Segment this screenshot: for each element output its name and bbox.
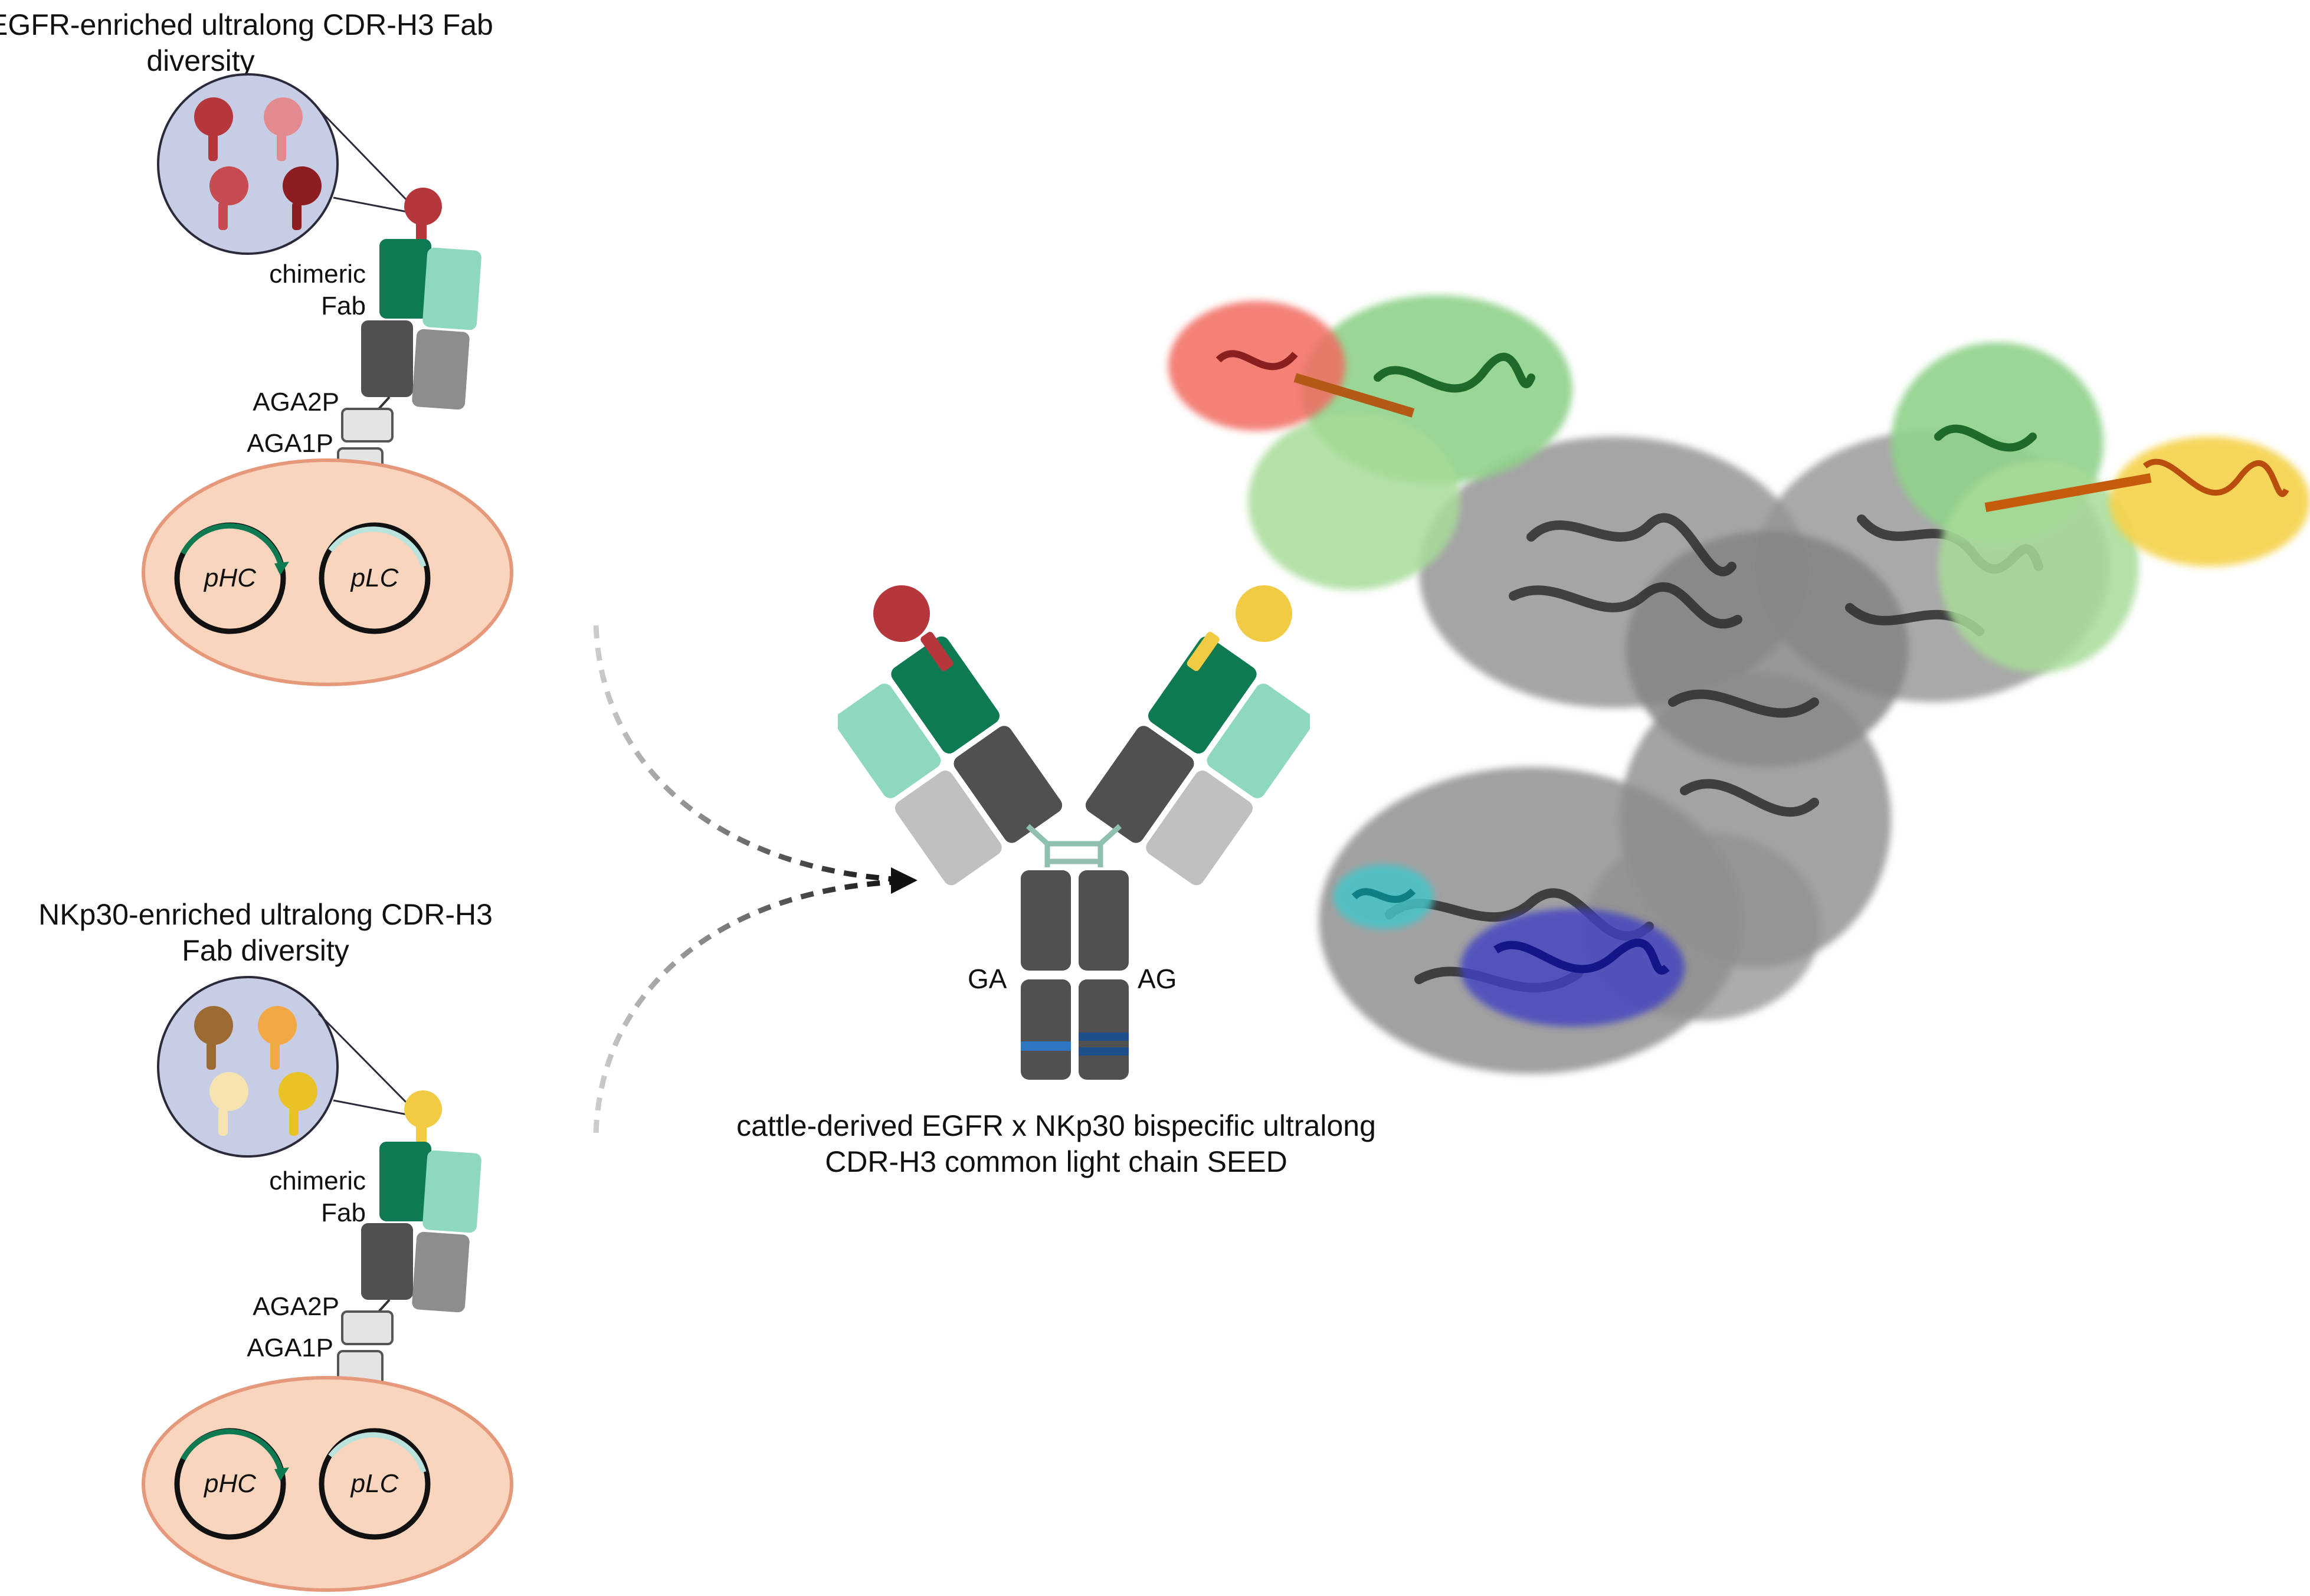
- bottom-fab-cl: [412, 1231, 470, 1313]
- bottom-panel-title: NKp30-enriched ultralong CDR-H3 Fab dive…: [0, 897, 531, 969]
- top-zoom-line-a: [317, 108, 411, 205]
- bottom-title-line1: NKp30-enriched ultralong CDR-H3: [38, 898, 493, 931]
- arrow-from-bottom: [593, 879, 894, 1133]
- caption-line2: CDR-H3 common light chain SEED: [825, 1145, 1287, 1178]
- bottom-variant-4: [278, 1072, 317, 1136]
- chain-label-ag: AG: [1138, 964, 1177, 994]
- bispecific-antibody: [838, 585, 1310, 1080]
- top-title-line2: diversity: [146, 44, 255, 77]
- bottom-displayed-knob: [404, 1090, 442, 1128]
- left-egfr-knob: [873, 585, 930, 642]
- green-ribbons: [1374, 352, 2037, 452]
- seed-stripe-ag-2: [1079, 1047, 1129, 1056]
- top-aga1p-label: AGA1P: [247, 429, 333, 458]
- top-phc-label: pHC: [204, 563, 257, 592]
- seed-stripe-ga: [1021, 1041, 1071, 1051]
- bottom-fab-label-line2: Fab: [321, 1198, 366, 1227]
- bottom-variant-1: [194, 1006, 233, 1070]
- cyan-patch: [1333, 864, 1434, 929]
- right-cl: [1146, 771, 1253, 886]
- top-fab-label-line1: chimeric: [269, 260, 366, 289]
- left-vh: [891, 636, 1000, 754]
- bottom-phc-label: pHC: [204, 1469, 257, 1498]
- top-variant-1: [194, 97, 233, 161]
- fc-chain-ag-ch2: [1079, 870, 1129, 971]
- top-panel-title: EGFR-enriched ultralong CDR-H3 Fab diver…: [0, 7, 493, 79]
- right-arm: [1085, 636, 1310, 886]
- top-displayed-knob: [404, 188, 442, 225]
- bottom-fab-label: chimeric Fab: [248, 1165, 366, 1228]
- top-yeast-cell: [142, 458, 513, 686]
- top-plasmid-lc: [319, 522, 431, 634]
- top-variant-4: [283, 166, 322, 230]
- bottom-fab-vh: [379, 1142, 431, 1221]
- left-arm: [838, 636, 1063, 886]
- left-ch1: [954, 726, 1063, 843]
- top-fab-vh: [379, 239, 431, 319]
- bottom-variant-2: [258, 1006, 297, 1070]
- top-plc-label: pLC: [350, 563, 399, 592]
- right-vl: [1207, 683, 1310, 798]
- left-vl: [838, 683, 941, 798]
- left-cl: [894, 771, 1002, 886]
- caption-line1: cattle-derived EGFR x NKp30 bispecific u…: [736, 1109, 1376, 1142]
- chain-label-ga: GA: [968, 964, 1007, 994]
- fc-chain-ga-ch2: [1021, 870, 1071, 971]
- structure-model-rendering: [1168, 295, 2310, 1074]
- top-diversity-bubble: [157, 73, 339, 255]
- top-plasmid-hc-insert: [181, 523, 283, 565]
- bottom-plasmid-lc: [319, 1428, 431, 1540]
- bottom-aga1p-label: AGA1P: [247, 1333, 333, 1362]
- bottom-yeast-display-schematic: [142, 976, 513, 1592]
- top-fab-ch1: [361, 320, 413, 397]
- top-plasmid-lc-insert: [328, 526, 427, 568]
- bottom-variant-3: [209, 1072, 248, 1136]
- blue-patch: [1460, 909, 1685, 1027]
- seed-stripe-ag-1: [1079, 1033, 1129, 1041]
- arrow-head: [891, 867, 918, 894]
- arrow-from-top: [593, 625, 894, 882]
- bispecific-caption: cattle-derived EGFR x NKp30 bispecific u…: [637, 1108, 1475, 1180]
- fc-chain-ag-ch3: [1079, 979, 1129, 1080]
- bottom-title-line2: Fab diversity: [182, 934, 349, 967]
- aga2p-block-bottom: [341, 1310, 394, 1345]
- top-zoom-line-b: [333, 196, 411, 214]
- top-fab-cl: [412, 329, 470, 410]
- bottom-fab-label-line1: chimeric: [269, 1166, 366, 1195]
- top-fab-label-line2: Fab: [321, 291, 366, 320]
- bottom-diversity-bubble: [157, 976, 339, 1158]
- top-fab-vl: [422, 247, 481, 330]
- right-nkp30-knob: [1236, 585, 1292, 642]
- green-fab-left: [1248, 295, 1572, 590]
- bottom-aga2p-label: AGA2P: [253, 1292, 339, 1321]
- red-knob-domain: [1168, 301, 1415, 431]
- top-yeast-display-schematic: [142, 73, 513, 686]
- bottom-fab-vl: [422, 1150, 481, 1233]
- top-variant-2: [264, 97, 303, 161]
- top-variant-3: [209, 166, 248, 230]
- bottom-fab-ch1: [361, 1223, 413, 1300]
- yellow-knob-domain: [1984, 437, 2310, 566]
- aga2p-block-top: [341, 408, 394, 443]
- converging-arrows: [593, 625, 918, 1133]
- top-fab-label: chimeric Fab: [248, 258, 366, 322]
- right-ch1: [1085, 726, 1194, 843]
- top-title-line1: EGFR-enriched ultralong CDR-H3 Fab: [0, 8, 493, 41]
- right-vh: [1148, 636, 1257, 754]
- hinge: [1025, 824, 1122, 867]
- fc-chain-ga-ch3: [1021, 979, 1071, 1080]
- top-aga2p-label: AGA2P: [253, 388, 339, 417]
- bottom-plc-label: pLC: [350, 1469, 399, 1498]
